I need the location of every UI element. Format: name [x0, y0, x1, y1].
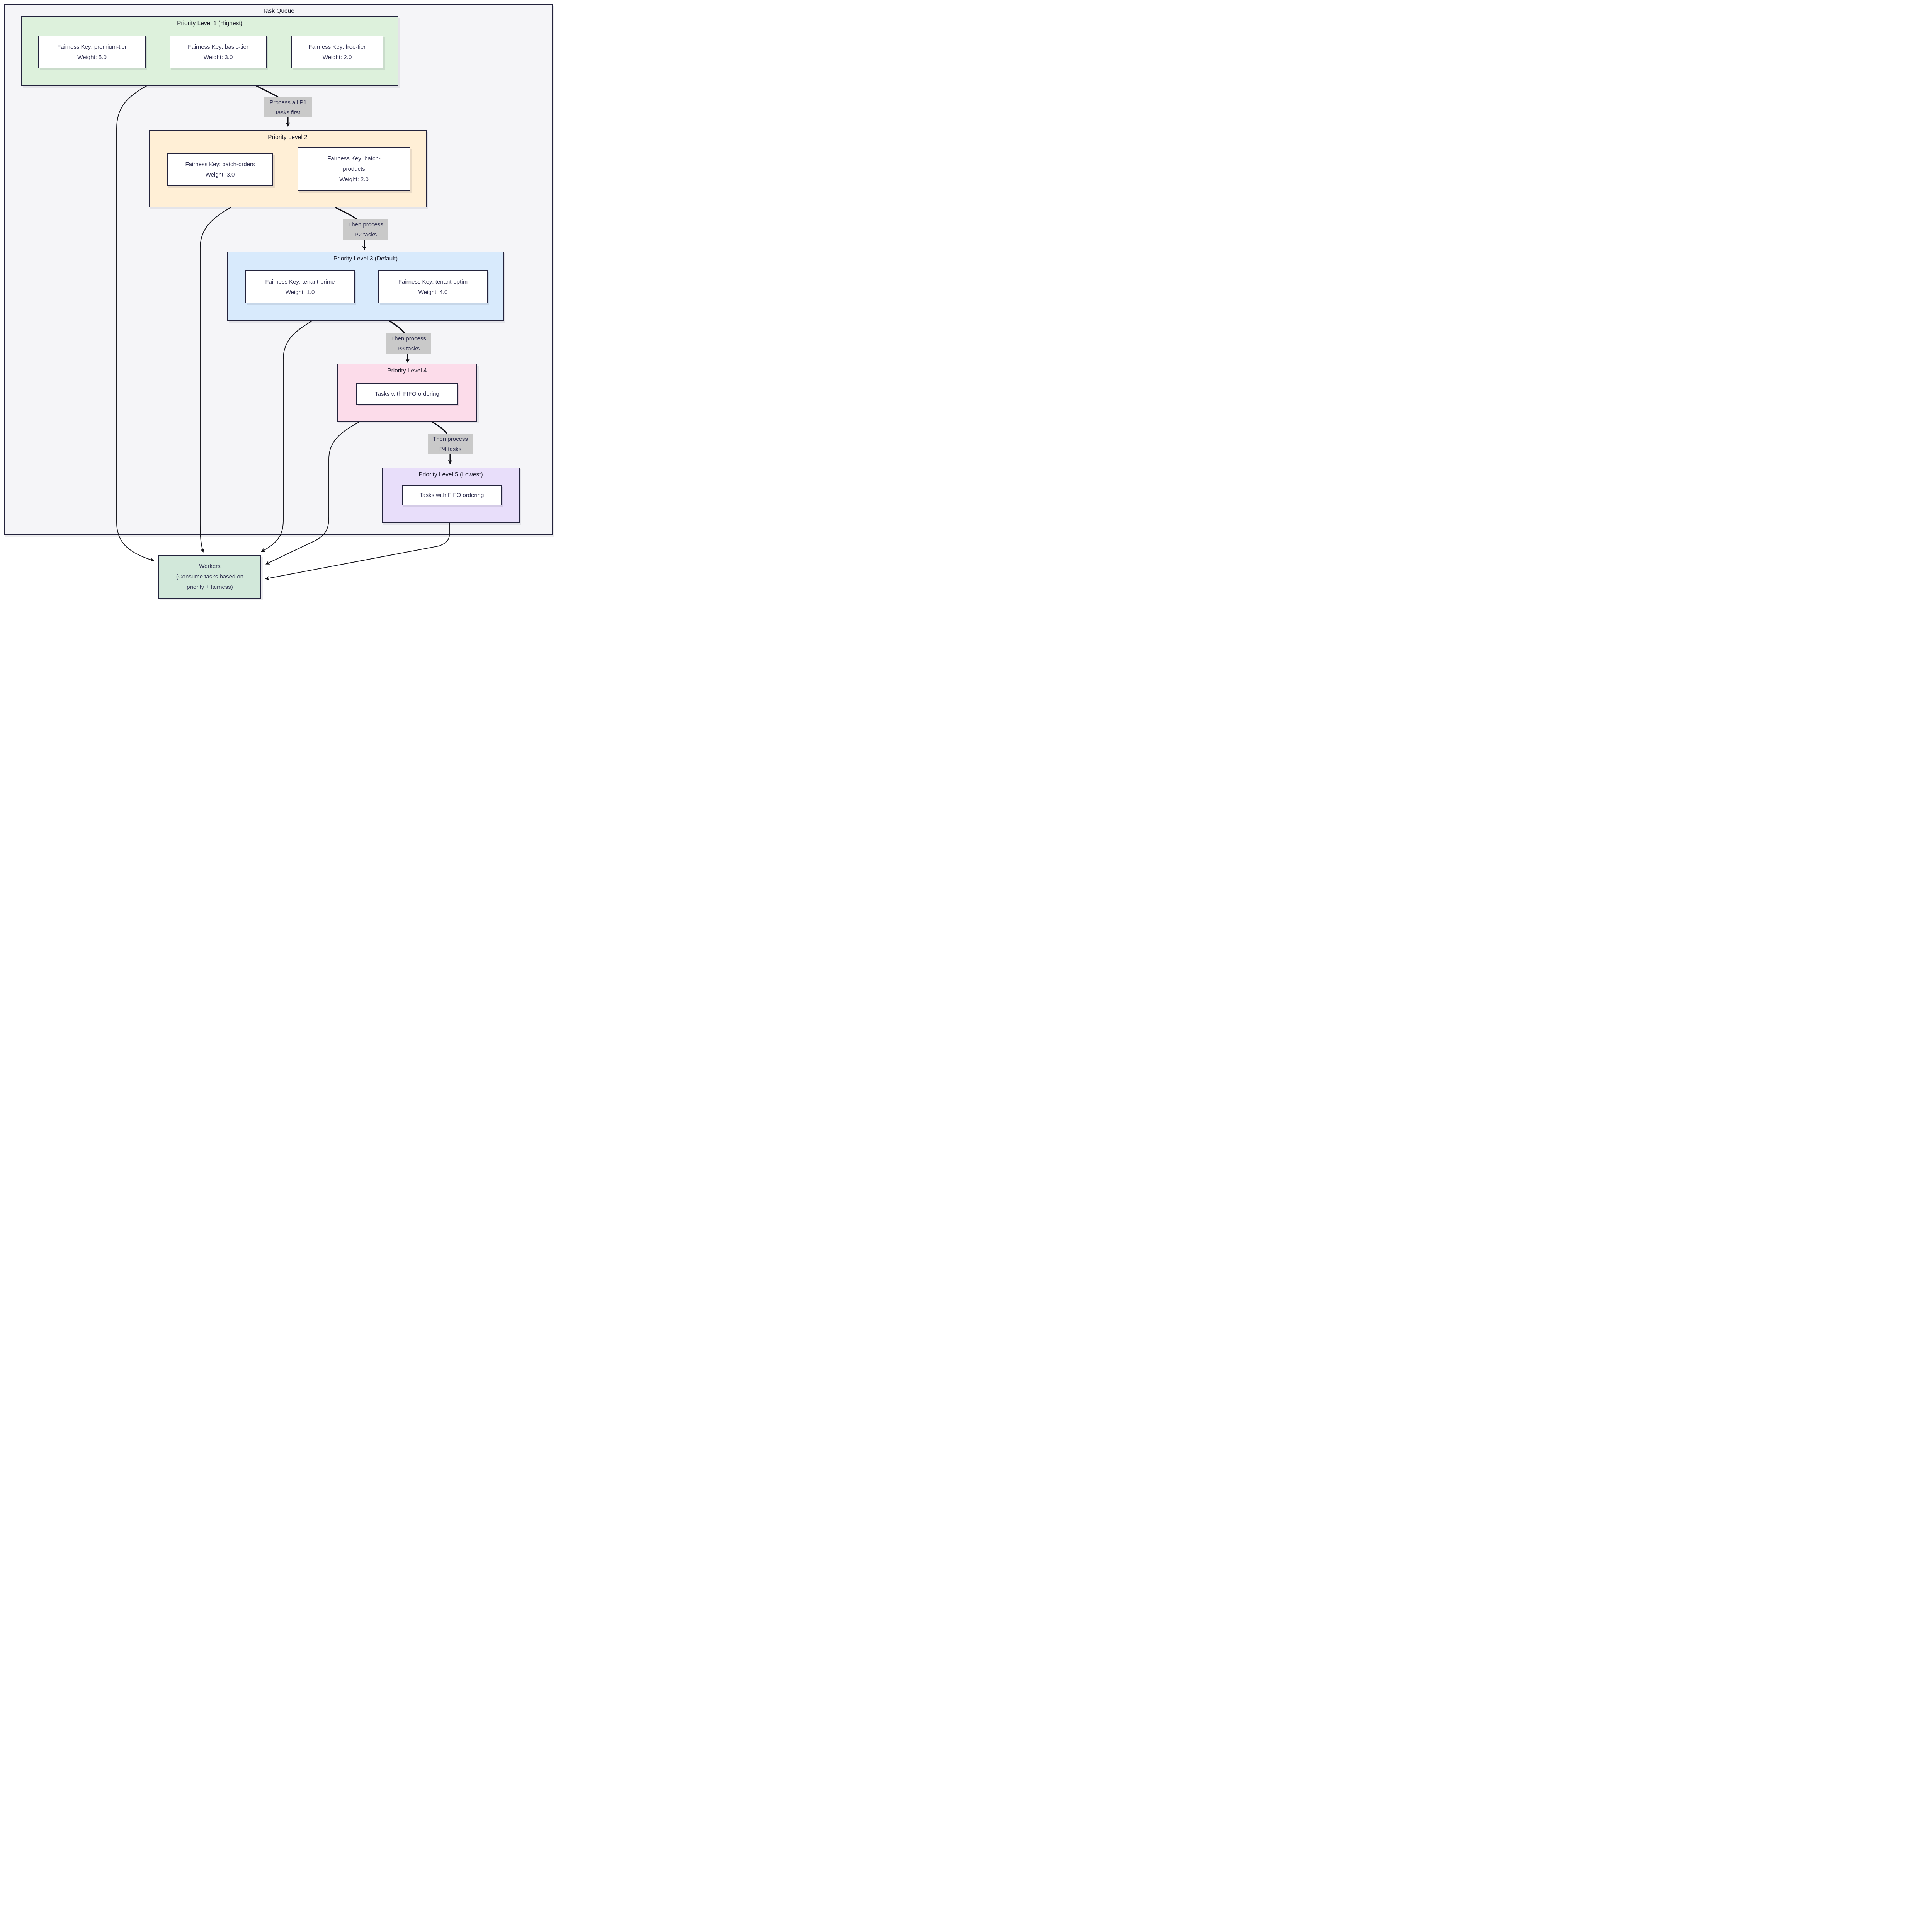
edge-label-then-process-p3: Then process P3 tasks [386, 333, 431, 354]
task-node-basic-tier: Fairness Key: basic-tier Weight: 3.0 [170, 36, 267, 68]
edge-label-line: Then process [348, 221, 383, 228]
edge-p2-to-workers [200, 207, 231, 553]
task-node-free-tier: Fairness Key: free-tier Weight: 2.0 [291, 36, 383, 68]
task-node-tenant-optim: Fairness Key: tenant-optim Weight: 4.0 [378, 270, 488, 303]
edge-p1-to-workers [116, 85, 155, 562]
fairness-key-text: Fairness Key: batch-orders [185, 161, 255, 168]
edge-label-line: P2 tasks [354, 231, 377, 238]
cluster-priority-level-3-title: Priority Level 3 (Default) [333, 255, 398, 262]
workers-title: Workers [199, 563, 221, 570]
weight-text: Weight: 3.0 [205, 172, 235, 178]
edge-label-process-all-p1: Process all P1 tasks first [264, 97, 312, 117]
fifo-text: Tasks with FIFO ordering [419, 492, 484, 498]
edge-p3-to-workers [261, 321, 312, 552]
flow-edges-svg [116, 85, 452, 580]
cluster-priority-level-5: Priority Level 5 (Lowest) Tasks with FIF… [382, 468, 520, 523]
edge-label-then-process-p4: Then process P4 tasks [428, 434, 473, 454]
fairness-key-text: Fairness Key: tenant-optim [398, 278, 468, 285]
edge-label-then-process-p2: Then process P2 tasks [343, 219, 388, 240]
edge-label-line: Process all P1 [269, 99, 307, 106]
edge-p5-to-workers [265, 523, 450, 580]
cluster-priority-level-5-title: Priority Level 5 (Lowest) [418, 471, 483, 478]
task-node-tenant-prime: Fairness Key: tenant-prime Weight: 1.0 [245, 270, 355, 303]
fairness-key-text: Fairness Key: batch-products [327, 155, 381, 172]
fairness-key-text: Fairness Key: premium-tier [57, 43, 127, 50]
task-queue-title: Task Queue [262, 8, 294, 14]
task-node-batch-orders: Fairness Key: batch-orders Weight: 3.0 [167, 153, 273, 186]
task-node-batch-products: Fairness Key: batch-products Weight: 2.0 [298, 147, 410, 191]
fairness-key-text: Fairness Key: tenant-prime [265, 278, 335, 285]
fairness-key-text: Fairness Key: free-tier [308, 43, 366, 50]
cluster-priority-level-3: Priority Level 3 (Default) Fairness Key:… [227, 252, 504, 321]
weight-text: Weight: 1.0 [285, 289, 315, 296]
edge-label-line: Then process [433, 436, 468, 442]
cluster-priority-level-1-title: Priority Level 1 (Highest) [177, 20, 243, 27]
cluster-priority-level-1: Priority Level 1 (Highest) Fairness Key:… [21, 16, 398, 86]
cluster-priority-level-4-title: Priority Level 4 [387, 367, 427, 374]
fairness-key-text: Fairness Key: basic-tier [188, 43, 248, 50]
task-node-fifo-p4: Tasks with FIFO ordering [356, 383, 458, 405]
edge-label-line: tasks first [276, 109, 301, 116]
weight-text: Weight: 3.0 [203, 54, 233, 61]
edge-label-line: Then process [391, 335, 426, 342]
edge-label-line: P4 tasks [439, 446, 462, 452]
edge-label-line: P3 tasks [397, 345, 420, 352]
workers-subtitle-line: priority + fairness) [187, 584, 233, 590]
weight-text: Weight: 5.0 [77, 54, 107, 61]
fifo-text: Tasks with FIFO ordering [375, 391, 439, 397]
edge-p4-to-workers [265, 422, 360, 565]
task-node-fifo-p5: Tasks with FIFO ordering [402, 485, 502, 505]
weight-text: Weight: 4.0 [418, 289, 448, 296]
weight-text: Weight: 2.0 [322, 54, 352, 61]
workers-node: Workers (Consume tasks based on priority… [158, 555, 261, 599]
flowchart-canvas: Task Queue Priority Level 1 (Highest) Fa… [0, 0, 596, 601]
task-node-premium-tier: Fairness Key: premium-tier Weight: 5.0 [38, 36, 146, 68]
weight-text: Weight: 2.0 [339, 176, 369, 183]
cluster-priority-level-2: Priority Level 2 Fairness Key: batch-ord… [149, 130, 427, 207]
workers-subtitle-line: (Consume tasks based on [176, 573, 244, 580]
cluster-priority-level-4: Priority Level 4 Tasks with FIFO orderin… [337, 364, 477, 422]
cluster-priority-level-2-title: Priority Level 2 [268, 134, 308, 141]
